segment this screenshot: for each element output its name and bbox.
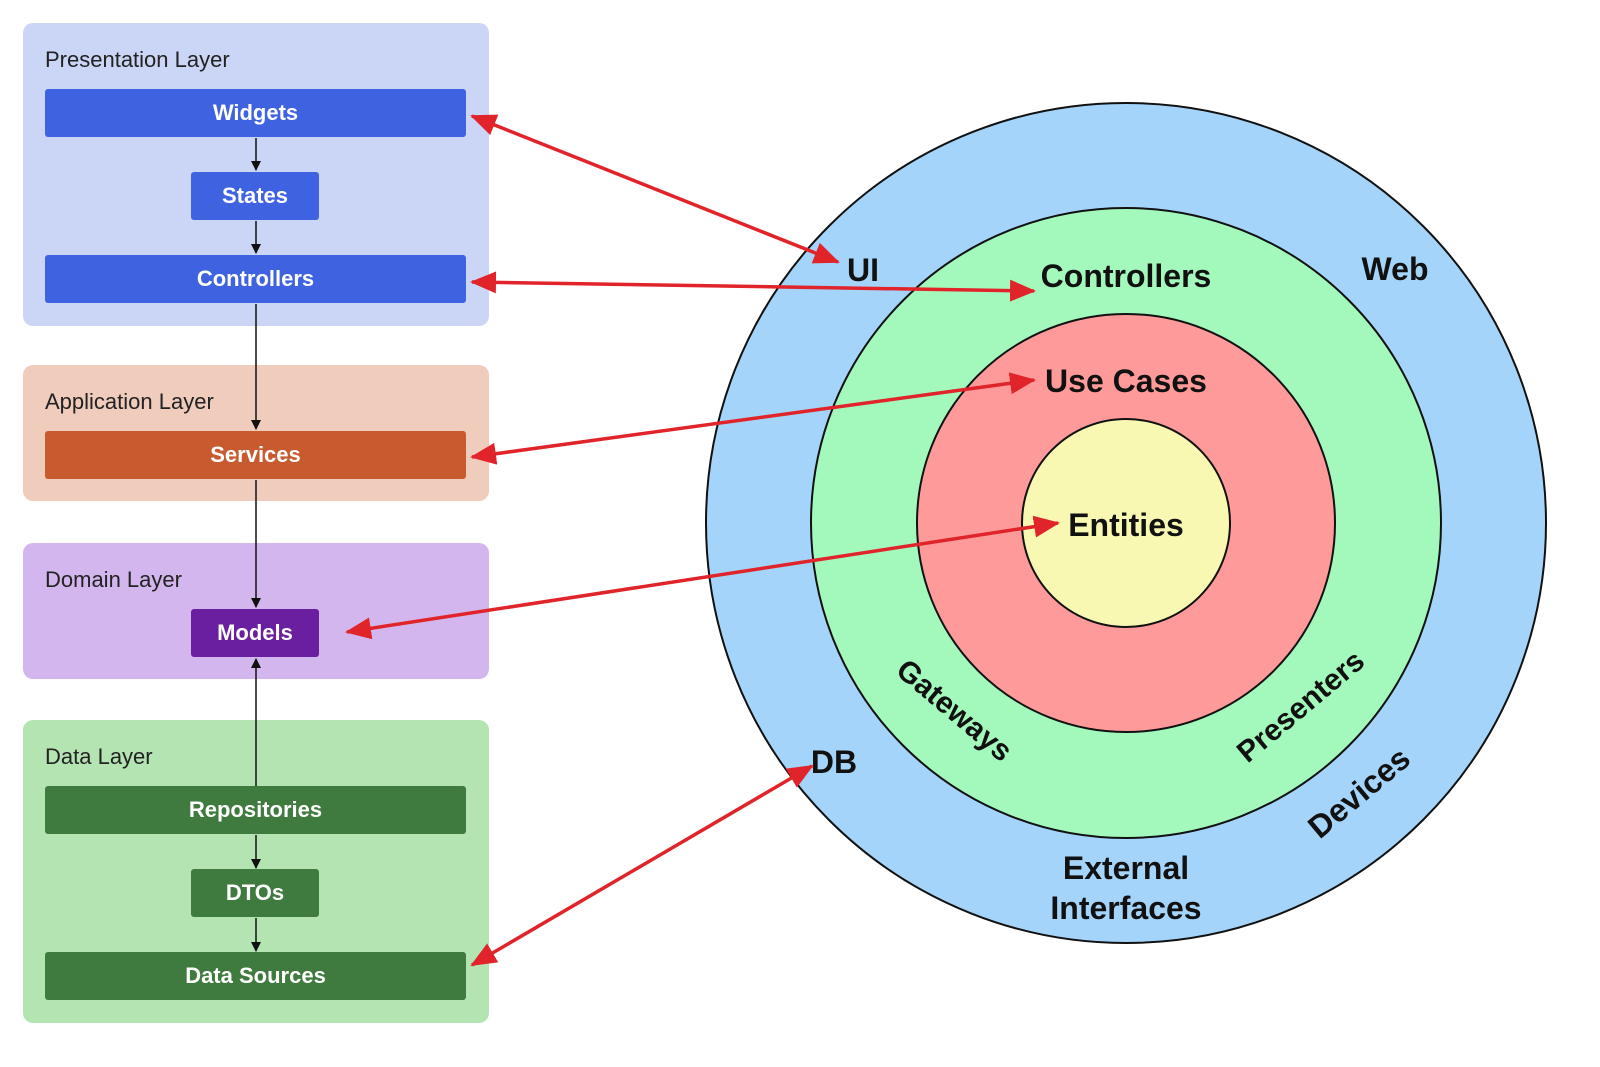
arrow-controllers-controllers [470, 271, 1036, 302]
label-use-cases: Use Cases [1045, 363, 1207, 399]
arrow-services-usecases [470, 372, 1036, 465]
arrow-models-entities [345, 515, 1060, 640]
dtos-box: DTOs [191, 869, 319, 917]
label-entities: Entities [1068, 507, 1184, 543]
label-interfaces: Interfaces [1050, 890, 1201, 926]
label-db: DB [811, 744, 857, 780]
presentation-layer: Presentation Layer Widgets States Contro… [23, 23, 489, 326]
layer-title: Data Layer [45, 744, 153, 769]
models-box: Models [191, 609, 319, 657]
label-controllers: Controllers [1041, 258, 1212, 294]
label-external: External [1063, 850, 1189, 886]
states-box: States [191, 172, 319, 220]
services-box: Services [45, 431, 466, 479]
controllers-box: Controllers [45, 255, 466, 303]
label-ui: UI [847, 252, 879, 288]
widgets-box: Widgets [45, 89, 466, 137]
data-sources-box: Data Sources [45, 952, 466, 1000]
mapping-arrows [345, 114, 1060, 967]
repositories-box: Repositories [45, 786, 466, 834]
label-web: Web [1362, 251, 1429, 287]
layer-title: Domain Layer [45, 567, 182, 592]
layer-title: Application Layer [45, 389, 214, 414]
arrow-widgets-ui [470, 114, 840, 264]
layer-title: Presentation Layer [45, 47, 230, 72]
arrow-datasources-db [470, 764, 814, 967]
